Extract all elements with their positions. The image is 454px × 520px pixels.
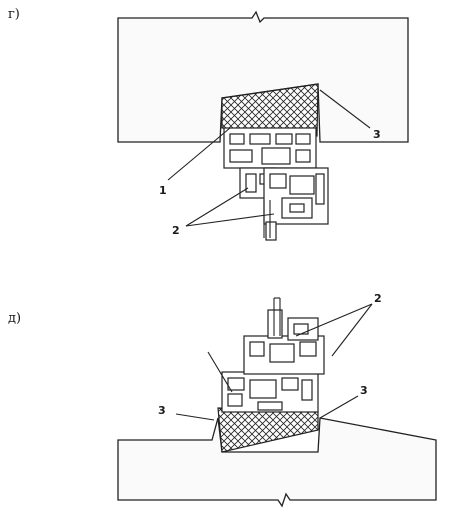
figure-g-callout-3: 3 [373,128,381,141]
figure-g-frame-profile [223,127,317,199]
figure-d: д) [8,292,437,508]
figure-g-sash-profile [263,167,329,241]
figure-d-leader-2b [331,303,373,357]
figure-d-insulation [217,407,319,453]
figure-g-label: г) [8,7,20,22]
figure-d-leader-2a [295,303,373,337]
figure-g-leader-2b [185,213,275,227]
figure-d-sash-profile [243,297,325,375]
figure-d-label: д) [8,311,21,326]
figure-g-leader-2a [185,187,249,227]
figure-d-callout-3-left: 3 [158,404,166,417]
figure-d-callout-3-right: 3 [360,384,368,397]
figure-g-leader-1 [167,127,231,181]
figure-g-insulation [221,83,319,137]
figure-d-frame-profile [221,371,319,413]
figure-g-leader-3 [319,89,371,129]
figure-g-callout-2: 2 [172,224,180,237]
figure-d-callout-2: 2 [374,292,382,305]
figure-g-callout-1: 1 [159,184,167,197]
figure-g-wall [117,10,409,143]
figure-d-leader-3-right [319,395,359,419]
figure-d-wall [117,417,437,508]
figure-d-leader-3-left [175,413,215,421]
figure-g: г) [8,7,409,241]
figure-d-leader-1 [207,351,233,393]
